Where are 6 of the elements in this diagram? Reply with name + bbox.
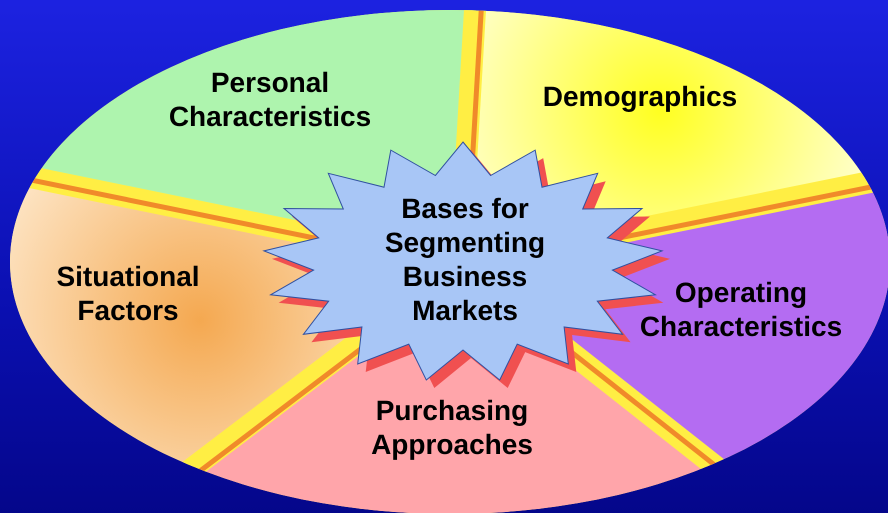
segment-label: Situational Factors [55, 260, 201, 328]
segment-label: Demographics [542, 80, 738, 114]
segment-label: Operating Characteristics [638, 276, 844, 344]
segment-label: Purchasing Approaches [370, 394, 534, 462]
segment-label: Personal Characteristics [168, 66, 372, 134]
center-title: Bases for Segmenting Business Markets [384, 192, 546, 328]
